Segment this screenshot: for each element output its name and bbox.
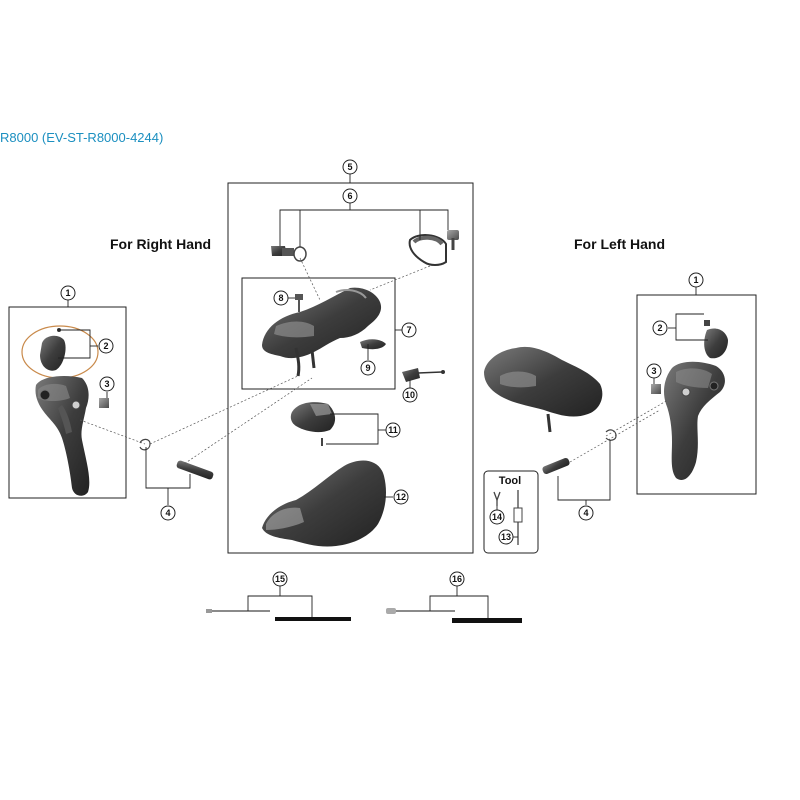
callout-8 bbox=[273, 290, 289, 306]
callout-num-7: 7 bbox=[406, 325, 411, 335]
tool-parts bbox=[493, 490, 523, 545]
callout-2-right bbox=[98, 338, 114, 354]
callout-11 bbox=[385, 422, 401, 438]
page-title: R8000 (EV-ST-R8000-4244) bbox=[0, 130, 164, 145]
callout-1-right bbox=[60, 285, 76, 301]
callout-numbers: 1 2 3 4 5 6 7 8 9 10 11 12 1 2 3 4 13 14… bbox=[65, 162, 698, 584]
right-shifter-assembly bbox=[21, 325, 109, 496]
callout-4-left bbox=[578, 505, 594, 521]
right-hand-label: For Right Hand bbox=[110, 236, 212, 252]
right-hand-frame bbox=[8, 306, 127, 499]
callout-num-5: 5 bbox=[347, 162, 352, 172]
callout-num-8: 8 bbox=[278, 293, 283, 303]
tool-frame bbox=[483, 470, 539, 554]
center-parts bbox=[262, 230, 459, 547]
callout-num-2: 2 bbox=[103, 341, 108, 351]
left-parts bbox=[484, 320, 728, 481]
callout-3-right bbox=[99, 376, 115, 392]
callout-13 bbox=[498, 529, 514, 545]
callout-6 bbox=[342, 188, 358, 204]
callout-num-16: 16 bbox=[452, 574, 462, 584]
inner-bracket-frame bbox=[241, 277, 396, 390]
callout-9 bbox=[360, 360, 376, 376]
callout-circles bbox=[60, 159, 704, 587]
guide-lines bbox=[79, 257, 669, 469]
tool-label: Tool bbox=[499, 475, 521, 487]
callout-num-14: 14 bbox=[492, 512, 502, 522]
callout-num-4: 4 bbox=[165, 508, 170, 518]
callout-num-15: 15 bbox=[275, 574, 285, 584]
left-lever-body bbox=[664, 361, 725, 481]
callout-10 bbox=[402, 387, 418, 403]
callout-2-left bbox=[652, 320, 668, 336]
callout-4-right bbox=[160, 505, 176, 521]
center-bracket-body bbox=[262, 287, 382, 359]
callout-14 bbox=[489, 509, 505, 525]
right-part-3 bbox=[99, 398, 109, 408]
cable-parts bbox=[206, 608, 522, 623]
right-cable-parts bbox=[139, 438, 214, 480]
callout-7 bbox=[401, 322, 417, 338]
callout-num-6: 6 bbox=[347, 191, 352, 201]
callout-num-9: 9 bbox=[365, 363, 370, 373]
center-frame bbox=[227, 182, 474, 554]
callout-num-2-left: 2 bbox=[657, 323, 662, 333]
callout-12 bbox=[393, 489, 409, 505]
left-hand-label: For Left Hand bbox=[574, 236, 665, 252]
callout-num-12: 12 bbox=[396, 492, 406, 502]
left-bracket-body bbox=[484, 346, 603, 417]
hood-cover bbox=[262, 460, 386, 547]
callout-1-left bbox=[688, 272, 704, 288]
callout-num-3-left: 3 bbox=[651, 366, 656, 376]
callout-15 bbox=[272, 571, 288, 587]
left-hand-frame bbox=[636, 294, 757, 495]
callout-num-1: 1 bbox=[65, 288, 70, 298]
right-shift-button-cover bbox=[40, 335, 66, 371]
callout-num-3: 3 bbox=[104, 379, 109, 389]
left-shift-button-cover bbox=[704, 328, 728, 359]
leader-lines bbox=[58, 174, 708, 618]
callout-num-4-left: 4 bbox=[583, 508, 588, 518]
callout-num-10: 10 bbox=[405, 390, 415, 400]
callout-num-13: 13 bbox=[501, 532, 511, 542]
left-part-3 bbox=[651, 384, 661, 394]
callout-num-1-left: 1 bbox=[693, 275, 698, 285]
callout-num-11: 11 bbox=[388, 425, 398, 435]
callout-5 bbox=[342, 159, 358, 175]
callout-3-left bbox=[646, 363, 662, 379]
callout-16 bbox=[449, 571, 465, 587]
